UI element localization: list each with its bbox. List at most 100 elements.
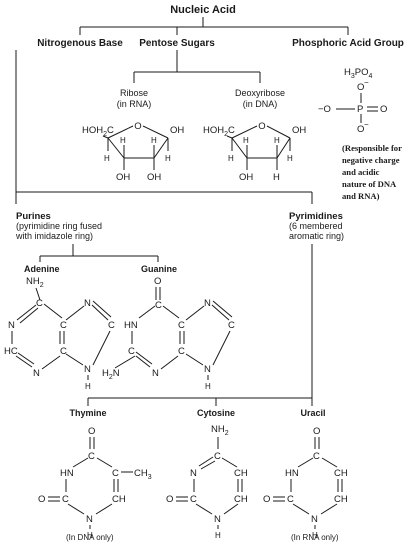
deoxyribose-name: Deoxyribose bbox=[235, 88, 285, 98]
ribose-ring-o: O bbox=[134, 121, 141, 132]
svg-text:O: O bbox=[380, 104, 387, 115]
phosphoric-left-o: −O bbox=[318, 104, 331, 115]
phosphoric-formula: H3PO4 bbox=[344, 67, 373, 80]
svg-text:OH: OH bbox=[147, 172, 161, 183]
svg-text:N: N bbox=[190, 468, 197, 479]
svg-text:CH3: CH3 bbox=[134, 468, 152, 481]
svg-text:C: C bbox=[88, 451, 95, 462]
svg-text:H: H bbox=[104, 154, 110, 163]
svg-text:C: C bbox=[128, 346, 135, 357]
ribose-name: Ribose bbox=[120, 88, 148, 98]
svg-text:HN: HN bbox=[60, 468, 74, 479]
pyrimidines-desc-1: (6 membered bbox=[289, 221, 343, 231]
svg-text:H: H bbox=[312, 531, 318, 540]
svg-text:N: N bbox=[311, 514, 318, 525]
svg-text:HN: HN bbox=[285, 468, 299, 479]
svg-text:O: O bbox=[313, 426, 320, 437]
phosphoric-note-2: negative charge bbox=[342, 155, 400, 165]
svg-text:O: O bbox=[357, 82, 364, 93]
svg-text:OH: OH bbox=[116, 172, 130, 183]
svg-text:CH: CH bbox=[334, 494, 348, 505]
svg-text:−: − bbox=[364, 78, 369, 87]
ribose-structure: Ribose (in RNA) HOH2C O OH H H H H OH OH bbox=[82, 88, 184, 183]
svg-text:O: O bbox=[154, 276, 161, 287]
guanine-structure: Guanine O C HN C N C C C H2N N N H bbox=[102, 264, 235, 391]
svg-text:O: O bbox=[357, 124, 364, 135]
svg-text:C: C bbox=[190, 494, 197, 505]
ribose-hoh2c: HOH2C bbox=[82, 125, 114, 138]
svg-text:N: N bbox=[84, 298, 91, 309]
deoxyribose-note: (in DNA) bbox=[243, 99, 278, 109]
phosphoric-note-1: (Responsible for bbox=[342, 143, 402, 153]
adenine-structure: Adenine NH2 C N C N C C HC N N H bbox=[4, 264, 115, 391]
svg-text:C: C bbox=[60, 346, 67, 357]
svg-text:C: C bbox=[108, 320, 115, 331]
phosphoric-note-5: and RNA) bbox=[342, 191, 380, 201]
svg-text:H2N: H2N bbox=[102, 368, 120, 381]
svg-text:N: N bbox=[152, 368, 159, 379]
svg-text:N: N bbox=[204, 298, 211, 309]
pentose-sugars-label: Pentose Sugars bbox=[139, 38, 215, 49]
svg-text:HN: HN bbox=[124, 320, 138, 331]
svg-text:CH: CH bbox=[112, 494, 126, 505]
svg-text:H: H bbox=[274, 136, 280, 145]
deoxyribose-oh-right: OH bbox=[292, 125, 306, 136]
purines-title: Purines bbox=[16, 211, 51, 222]
uracil-note: (In RNA only) bbox=[291, 533, 339, 542]
base-branch-lines bbox=[15, 50, 313, 204]
svg-text:C: C bbox=[60, 320, 67, 331]
phosphoric-note-3: and acidic bbox=[342, 167, 380, 177]
svg-text:CH: CH bbox=[234, 468, 248, 479]
pyrimidines-title: Pyrimidines bbox=[289, 211, 343, 222]
thymine-name: Thymine bbox=[69, 408, 106, 418]
deoxyribose-structure: Deoxyribose (in DNA) HOH2C O OH H H H H … bbox=[203, 88, 306, 183]
phosphoric-acid-label: Phosphoric Acid Group bbox=[292, 38, 404, 49]
ribose-oh-right: OH bbox=[170, 125, 184, 136]
guanine-name: Guanine bbox=[141, 264, 177, 274]
svg-text:H: H bbox=[215, 531, 221, 540]
svg-text:C: C bbox=[214, 451, 221, 462]
cytosine-name: Cytosine bbox=[197, 408, 235, 418]
top-tree-lines bbox=[79, 17, 349, 35]
svg-text:P: P bbox=[357, 104, 363, 115]
svg-text:H: H bbox=[205, 382, 211, 391]
page-title: Nucleic Acid bbox=[170, 4, 236, 16]
svg-text:N: N bbox=[204, 364, 211, 375]
svg-text:H: H bbox=[243, 136, 249, 145]
svg-text:N: N bbox=[214, 514, 221, 525]
deoxyribose-hoh2c: HOH2C bbox=[203, 125, 235, 138]
uracil-structure: Uracil O C HN CH C O CH N H (In RNA only… bbox=[263, 408, 348, 542]
svg-text:C: C bbox=[228, 320, 235, 331]
svg-text:O: O bbox=[166, 494, 173, 505]
uracil-name: Uracil bbox=[300, 408, 325, 418]
svg-text:H: H bbox=[228, 154, 234, 163]
phosphoric-acid-structure: H3PO4 O − −O P O O − (Responsible for ne… bbox=[318, 67, 402, 201]
purines-desc-2: with imidazole ring) bbox=[15, 231, 93, 241]
phosphoric-note-4: nature of DNA bbox=[342, 179, 397, 189]
purines-desc-1: (pyrimidine ring fused bbox=[16, 221, 102, 231]
svg-text:O: O bbox=[38, 494, 45, 505]
svg-text:CH: CH bbox=[334, 468, 348, 479]
svg-text:O: O bbox=[263, 494, 270, 505]
svg-text:NH2: NH2 bbox=[211, 424, 229, 437]
svg-text:H: H bbox=[273, 172, 280, 183]
svg-text:H: H bbox=[287, 154, 293, 163]
adenine-name: Adenine bbox=[24, 264, 60, 274]
nitrogenous-base-label: Nitrogenous Base bbox=[37, 38, 123, 49]
thymine-structure: Thymine O C HN C CH3 C O CH N H (In DNA … bbox=[38, 408, 152, 542]
cytosine-structure: Cytosine NH2 C N CH C O CH N H bbox=[166, 408, 248, 540]
svg-text:N: N bbox=[84, 364, 91, 375]
svg-text:H: H bbox=[87, 531, 93, 540]
svg-text:NH2: NH2 bbox=[26, 276, 44, 289]
svg-text:N: N bbox=[33, 368, 40, 379]
svg-text:C: C bbox=[178, 346, 185, 357]
svg-text:C: C bbox=[313, 451, 320, 462]
svg-text:OH: OH bbox=[239, 172, 253, 183]
svg-text:C: C bbox=[155, 300, 162, 311]
svg-text:C: C bbox=[36, 298, 43, 309]
svg-text:C: C bbox=[112, 468, 119, 479]
svg-text:N: N bbox=[86, 514, 93, 525]
svg-text:CH: CH bbox=[234, 494, 248, 505]
pyrimidines-desc-2: aromatic ring) bbox=[289, 231, 344, 241]
